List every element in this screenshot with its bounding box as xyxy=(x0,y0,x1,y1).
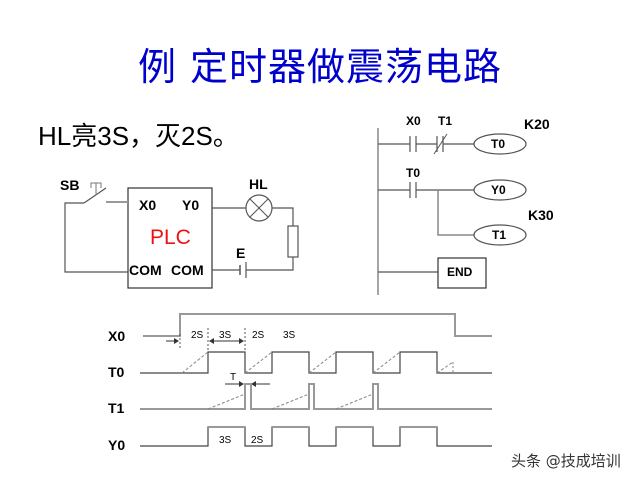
signal-x0 xyxy=(143,313,492,337)
ladder-t1-label: T1 xyxy=(438,114,453,128)
annotation-y0-2s: 2S xyxy=(251,435,264,446)
lamp-label: HL xyxy=(249,176,268,192)
watermark: 头条 @技成培训 xyxy=(511,452,621,470)
coil-t0 xyxy=(473,133,527,155)
ladder-t0-label: T0 xyxy=(406,166,421,180)
annotation-3s-1: 3S xyxy=(219,330,232,341)
plc-label: PLC xyxy=(150,226,191,249)
wire-left-loop xyxy=(64,202,128,273)
signal-t0 xyxy=(140,351,492,374)
subtitle: HL亮3S，灭2S。 xyxy=(38,121,239,151)
page-title: 例 定时器做震荡电路 xyxy=(137,45,503,89)
com-left-label: COM xyxy=(129,262,162,278)
com-right-label: COM xyxy=(171,262,204,278)
coil-t1-label: T1 xyxy=(492,228,507,242)
annotation-3s-2: 3S xyxy=(283,330,296,341)
signal-label-t0: T0 xyxy=(108,364,125,380)
end-box xyxy=(437,257,487,289)
signal-label-x0: X0 xyxy=(108,328,126,344)
annotation-t: T xyxy=(230,372,237,383)
plc-box xyxy=(127,187,213,289)
signal-y0 xyxy=(140,426,492,447)
end-label: END xyxy=(447,265,473,279)
ladder-x0-label: X0 xyxy=(406,114,421,128)
coil-t1 xyxy=(473,224,527,246)
coil-t0-label: T0 xyxy=(491,137,506,151)
signal-label-t1: T1 xyxy=(108,400,125,416)
annotation-2s-1: 2S xyxy=(191,330,204,341)
annotation-y0-3s: 3S xyxy=(219,435,232,446)
ladder-k20-label: K20 xyxy=(524,116,550,132)
coil-y0-label: Y0 xyxy=(491,183,506,197)
output-label: Y0 xyxy=(182,197,200,213)
signal-label-y0: Y0 xyxy=(108,437,126,453)
input-label: X0 xyxy=(139,197,157,213)
switch-blade xyxy=(83,187,107,204)
source-label: E xyxy=(236,245,246,261)
annotation-2s-2: 2S xyxy=(252,330,265,341)
ladder-k30-label: K30 xyxy=(528,207,554,223)
coil-y0 xyxy=(473,179,527,201)
signal-t1 xyxy=(140,383,492,410)
switch-label: SB xyxy=(60,177,80,193)
